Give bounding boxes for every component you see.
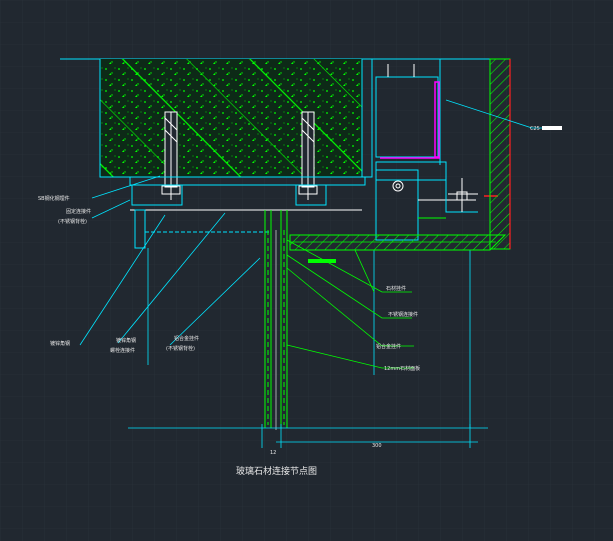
steel-bracket — [361, 58, 478, 241]
dimension-300: 300 — [372, 443, 382, 449]
label-hanger: 铝合金挂件 — [174, 335, 199, 342]
right-column — [489, 58, 511, 250]
label-stone-panel: 12mm石材面板 — [384, 365, 420, 372]
label-stone-hanger: 石材挂件 — [386, 285, 406, 292]
dimension-12: 12 — [270, 450, 276, 456]
leaders-right — [286, 239, 414, 369]
label-angle-2: 镀锌角钢 — [116, 337, 136, 344]
label-c25: C25 — [530, 126, 540, 132]
bolt-detail — [448, 178, 478, 212]
anchor-bolt-left — [161, 111, 181, 200]
label-bolt: 螺栓连接件 — [110, 347, 135, 354]
dimension-line — [128, 424, 488, 448]
label-embed: SB钢化钢埋件 — [38, 195, 70, 202]
anchor-bolt-right — [298, 111, 318, 200]
label-fixing: 固定连接件 — [66, 208, 91, 215]
drawing-title: 玻璃石材连接节点图 — [236, 465, 317, 477]
embed-plate — [129, 176, 366, 249]
c25-bar — [542, 126, 562, 130]
label-hanger-note: (不锈钢背栓) — [166, 345, 195, 352]
label-fixing-note: (不锈钢背栓) — [58, 218, 87, 225]
magenta-panel — [434, 81, 440, 158]
bottom-ledge — [289, 234, 507, 263]
leaders-left — [79, 175, 261, 346]
label-stainless: 不锈钢连接件 — [388, 311, 418, 318]
label-aluminium: 铝合金挂件 — [376, 343, 401, 350]
label-angle-1: 镀锌角钢 — [50, 340, 70, 347]
concrete-slab — [99, 59, 363, 178]
stone-panel — [264, 210, 288, 428]
